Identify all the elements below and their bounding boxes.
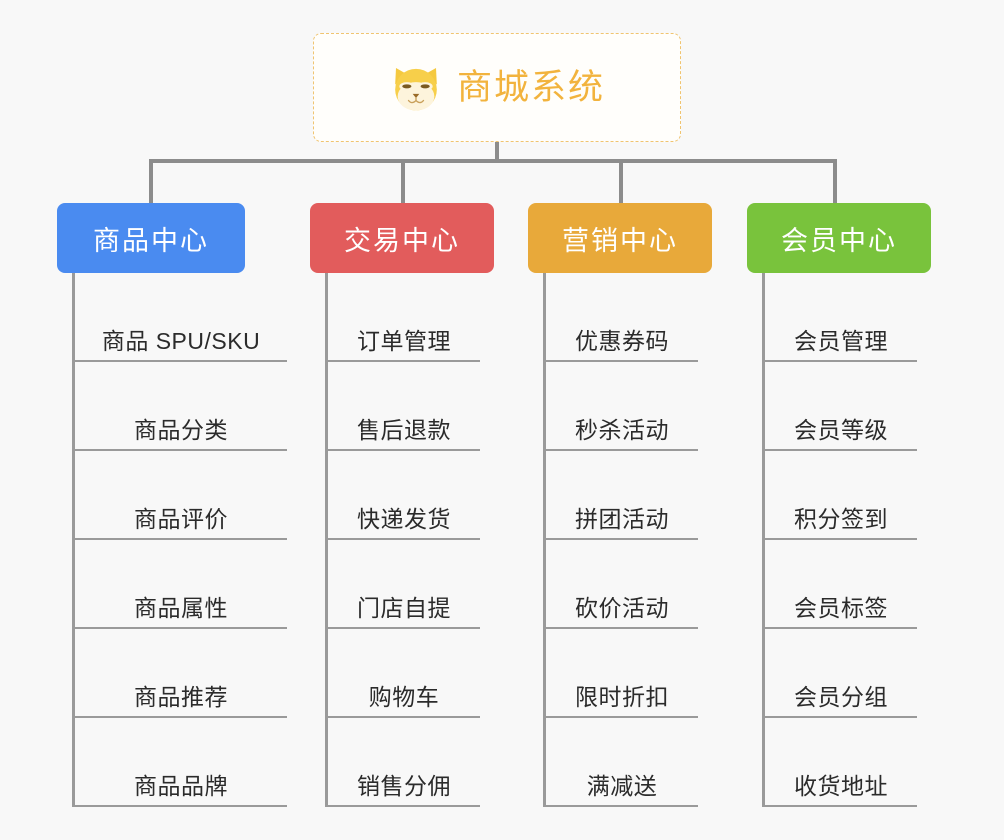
- category-header-trade[interactable]: 交易中心: [310, 203, 494, 273]
- category-header-marketing[interactable]: 营销中心: [528, 203, 712, 273]
- list-item[interactable]: 优惠券码: [546, 273, 698, 362]
- list-item[interactable]: 秒杀活动: [546, 362, 698, 451]
- category-header-product[interactable]: 商品中心: [57, 203, 245, 273]
- list-item[interactable]: 会员分组: [765, 629, 917, 718]
- subitem-label: 会员分组: [794, 684, 888, 711]
- subitem-label: 商品品牌: [134, 773, 228, 800]
- connector-drop-0: [149, 159, 153, 205]
- list-item[interactable]: 销售分佣: [328, 718, 480, 807]
- list-item[interactable]: 商品 SPU/SKU: [75, 273, 287, 362]
- category-header-label: 会员中心: [781, 225, 897, 256]
- list-item[interactable]: 会员管理: [765, 273, 917, 362]
- subitem-label: 快递发货: [357, 506, 451, 533]
- list-item[interactable]: 商品品牌: [75, 718, 287, 807]
- list-item[interactable]: 商品评价: [75, 451, 287, 540]
- subitem-label: 订单管理: [357, 328, 451, 355]
- list-item[interactable]: 会员等级: [765, 362, 917, 451]
- subitem-label: 商品属性: [134, 595, 228, 622]
- subitem-list-product: 商品 SPU/SKU 商品分类 商品评价 商品属性 商品推荐 商品品牌: [72, 273, 287, 807]
- category-header-label: 营销中心: [562, 225, 678, 256]
- connector-horizontal-bus: [149, 159, 837, 163]
- list-item[interactable]: 满减送: [546, 718, 698, 807]
- connector-drop-3: [833, 159, 837, 205]
- list-item[interactable]: 商品属性: [75, 540, 287, 629]
- subitem-label: 门店自提: [357, 595, 451, 622]
- list-item[interactable]: 积分签到: [765, 451, 917, 540]
- list-item[interactable]: 商品分类: [75, 362, 287, 451]
- subitem-label: 满减送: [586, 773, 658, 800]
- list-item[interactable]: 商品推荐: [75, 629, 287, 718]
- list-item[interactable]: 砍价活动: [546, 540, 698, 629]
- subitem-label: 拼团活动: [575, 506, 669, 533]
- list-item[interactable]: 售后退款: [328, 362, 480, 451]
- subitem-label: 会员等级: [794, 417, 888, 444]
- subitem-list-marketing: 优惠券码 秒杀活动 拼团活动 砍价活动 限时折扣 满减送: [543, 273, 698, 807]
- subitem-label: 砍价活动: [575, 595, 669, 622]
- list-item[interactable]: 收货地址: [765, 718, 917, 807]
- subitem-label: 商品 SPU/SKU: [101, 328, 261, 355]
- subitem-list-member: 会员管理 会员等级 积分签到 会员标签 会员分组 收货地址: [762, 273, 917, 807]
- list-item[interactable]: 门店自提: [328, 540, 480, 629]
- shiba-dog-icon: [395, 67, 437, 112]
- category-header-label: 交易中心: [344, 225, 460, 256]
- connector-drop-2: [619, 159, 623, 205]
- connector-root-stem: [495, 142, 499, 162]
- subitem-label: 会员标签: [794, 595, 888, 622]
- subitem-label: 商品分类: [134, 417, 228, 444]
- root-node-shop-system[interactable]: 商城系统: [313, 33, 681, 142]
- category-header-member[interactable]: 会员中心: [747, 203, 931, 273]
- category-column-marketing: 营销中心 优惠券码 秒杀活动 拼团活动 砍价活动 限时折扣 满减送: [528, 203, 712, 807]
- list-item[interactable]: 限时折扣: [546, 629, 698, 718]
- list-item[interactable]: 拼团活动: [546, 451, 698, 540]
- list-item[interactable]: 快递发货: [328, 451, 480, 540]
- subitem-list-trade: 订单管理 售后退款 快递发货 门店自提 购物车 销售分佣: [325, 273, 480, 807]
- category-column-trade: 交易中心 订单管理 售后退款 快递发货 门店自提 购物车 销售分佣: [310, 203, 494, 807]
- subitem-label: 优惠券码: [575, 328, 669, 355]
- subitem-label: 秒杀活动: [575, 417, 669, 444]
- list-item[interactable]: 订单管理: [328, 273, 480, 362]
- list-item[interactable]: 购物车: [328, 629, 480, 718]
- subitem-label: 商品评价: [134, 506, 228, 533]
- subitem-label: 购物车: [368, 684, 440, 711]
- subitem-label: 收货地址: [794, 773, 888, 800]
- list-item[interactable]: 会员标签: [765, 540, 917, 629]
- category-header-label: 商品中心: [93, 225, 209, 256]
- connector-drop-1: [401, 159, 405, 205]
- subitem-label: 限时折扣: [575, 684, 669, 711]
- subitem-label: 会员管理: [794, 328, 888, 355]
- subitem-label: 销售分佣: [357, 773, 451, 800]
- subitem-label: 售后退款: [357, 417, 451, 444]
- subitem-label: 积分签到: [794, 506, 888, 533]
- root-node-title: 商城系统: [456, 68, 605, 107]
- category-column-member: 会员中心 会员管理 会员等级 积分签到 会员标签 会员分组 收货地址: [747, 203, 931, 807]
- category-column-product: 商品中心 商品 SPU/SKU 商品分类 商品评价 商品属性 商品推荐 商品品牌: [57, 203, 287, 807]
- subitem-label: 商品推荐: [134, 684, 228, 711]
